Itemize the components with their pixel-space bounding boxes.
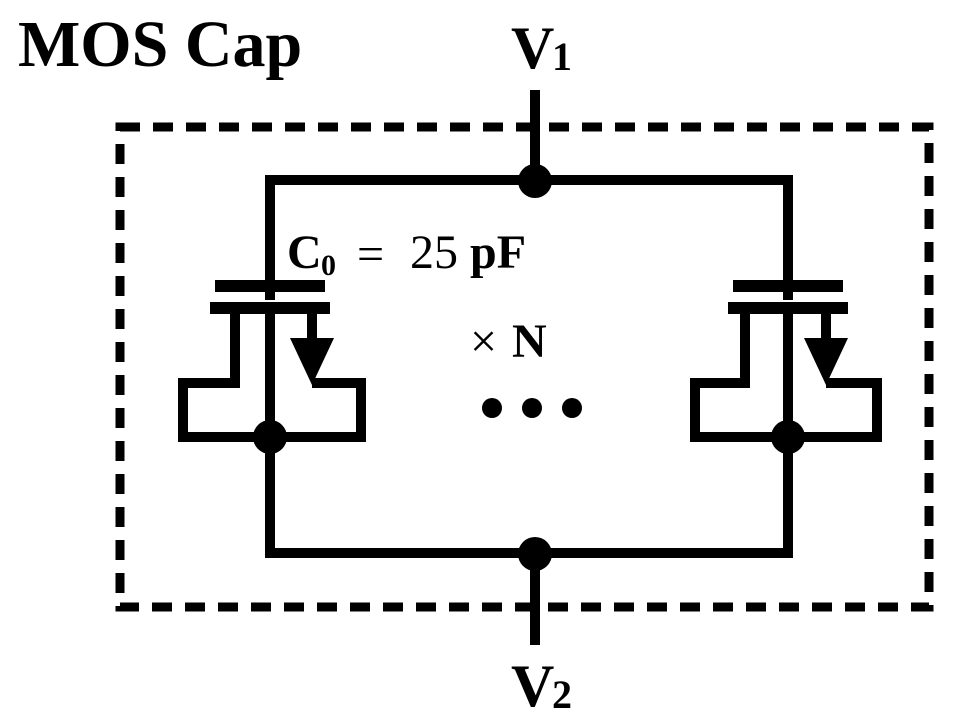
junction-dot-bottom: [518, 537, 552, 571]
multiplier-symbol: ×: [470, 315, 497, 368]
multiplier-count: N: [512, 315, 547, 368]
dashed-enclosure: [115, 122, 934, 612]
v2-label-main: V: [511, 653, 554, 719]
v1-label: V 1: [511, 15, 572, 81]
v2-label: V 2: [511, 653, 572, 719]
ellipsis-dot: [522, 398, 542, 418]
junction-dot-right: [771, 420, 805, 454]
capacitance-subscript: 0: [321, 249, 336, 282]
junction-dot-left: [253, 420, 287, 454]
ellipsis: [482, 398, 582, 418]
top-rail-wire: [265, 175, 793, 300]
arrow-head-left: [290, 338, 334, 385]
capacitance-equals: =: [357, 228, 384, 281]
bottom-rail-wire: [265, 437, 793, 558]
capacitance-unit: pF: [470, 226, 526, 279]
v2-label-subscript: 2: [552, 672, 572, 717]
ellipsis-dot: [562, 398, 582, 418]
junction-dot-top: [518, 164, 552, 198]
mos-capacitor-left: [178, 280, 366, 442]
mos-capacitor-right: [690, 280, 882, 442]
multiplier-label: × N: [470, 315, 547, 368]
diagram-title: MOS Cap: [18, 8, 302, 81]
ellipsis-dot: [482, 398, 502, 418]
source-drain-body-wire-left: [178, 308, 366, 442]
v1-label-subscript: 1: [552, 34, 572, 79]
source-drain-body-wire-right: [690, 308, 882, 442]
capacitance-symbol: C: [287, 226, 322, 279]
capacitance-label: C 0 = 25 pF: [287, 226, 526, 282]
v1-label-main: V: [511, 15, 554, 81]
arrow-head-right: [804, 338, 848, 385]
capacitance-value: 25: [410, 226, 458, 279]
